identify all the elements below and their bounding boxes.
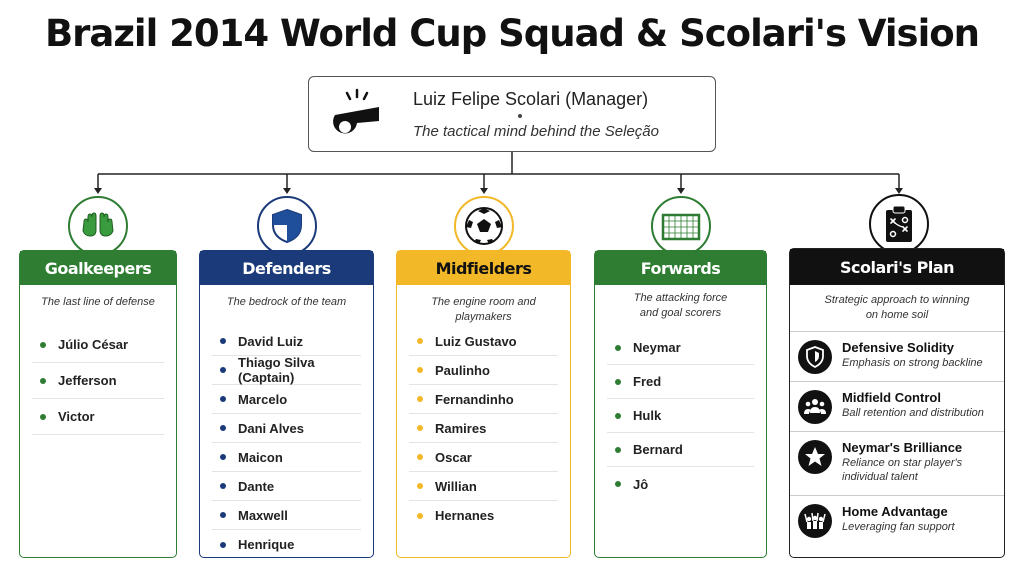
bullet-dot [40,377,46,384]
list-item: Bernard [607,433,754,467]
whistle-icon [333,88,379,134]
bullet-dot [417,483,423,489]
plan-item-title: Neymar's Brilliance [842,440,963,455]
list-item: Victor [32,399,164,435]
bullet-dot [220,338,226,344]
list-item: Hernanes [409,501,558,530]
manager-box: Luiz Felipe Scolari (Manager) The tactic… [308,76,716,152]
defenders-header: Defenders [200,251,373,285]
goalkeepers-description: The last line of defense [41,296,155,308]
goalkeeper-gloves-icon [68,196,128,256]
forwards-description-line: and goal scorers [639,307,722,319]
midfielders-description: The engine room and playmakers [431,296,536,323]
shield-icon [798,340,832,374]
bullet-dot [615,412,621,419]
plan-item-midfield-control: Midfield Control Ball retention and dist… [790,381,1004,431]
plan-item-desc: Reliance on star player's [842,457,963,469]
list-item: Jô [607,467,754,501]
bullet-dot [220,425,226,431]
bullet-dot [615,446,621,453]
list-item: Maxwell [212,501,361,530]
list-item: Dani Alves [212,414,361,443]
bullet-dot [417,454,423,460]
plan-description: Strategic approach to winning on home so… [790,285,1004,325]
midfielders-card: Midfielders The engine room and playmake… [396,250,571,558]
bullet-dot [220,396,226,402]
goalkeepers-card: Goalkeepers The last line of defense Júl… [19,250,177,558]
shield-icon [257,196,317,256]
plan-item-defensive-solidity: Defensive Solidity Emphasis on strong ba… [790,331,1004,381]
team-icon [798,390,832,424]
list-item: Júlio César [32,327,164,363]
bullet-dot [615,378,621,385]
plan-description-line: on home soil [865,309,929,321]
list-item: Ramires [409,414,558,443]
plan-description-line: Strategic approach to winning [824,294,970,306]
list-item: Fred [607,365,754,399]
fans-icon [798,504,832,538]
bullet-dot [417,512,423,519]
goalkeepers-list: Júlio César Jefferson Victor [32,327,164,435]
plan-item-neymars-brilliance: Neymar's Brilliance Reliance on star pla… [790,431,1004,495]
list-item: Hulk [607,399,754,433]
bullet-dot [40,341,46,348]
list-item: Marcelo [212,385,361,414]
plan-item-home-advantage: Home Advantage Leveraging fan support [790,495,1004,551]
goal-net-icon [651,196,711,256]
list-item: David Luiz [212,327,361,356]
plan-header: Scolari's Plan [790,249,1004,285]
list-item: Luiz Gustavo [409,327,558,356]
plan-item-desc: Emphasis on strong backline [842,357,983,369]
page-title: Brazil 2014 World Cup Squad & Scolari's … [44,12,980,55]
list-item: Neymar [607,331,754,365]
plan-card: Scolari's Plan Strategic approach to win… [789,248,1005,558]
plan-item-title: Defensive Solidity [842,340,954,355]
defenders-list: David Luiz Thiago Silva (Captain) Marcel… [212,327,361,559]
list-item: Paulinho [409,356,558,385]
list-item: Dante [212,472,361,501]
plan-item-title: Midfield Control [842,390,941,405]
star-icon [798,440,832,474]
forwards-card: Forwards The attacking force and goal sc… [594,250,767,558]
clipboard-tactics-icon [869,194,929,254]
defenders-description: The bedrock of the team [226,296,347,308]
bullet-dot [417,425,423,431]
divider-dot [518,114,522,118]
list-item: Thiago Silva (Captain) [212,355,361,385]
manager-subtitle: The tactical mind behind the Seleção [413,123,659,140]
bullet-dot [220,483,226,489]
forwards-description: The attacking force and goal scorers [595,285,766,327]
list-item: Jefferson [32,363,164,399]
bullet-dot [220,541,226,548]
bullet-dot [40,413,46,420]
list-item: Henrique [212,530,361,559]
bullet-dot [615,344,621,351]
bullet-dot [417,367,423,373]
bullet-dot [615,481,621,487]
manager-name: Luiz Felipe Scolari (Manager) [413,89,649,109]
goalkeepers-header: Goalkeepers [20,251,176,285]
defenders-card: Defenders The bedrock of the team David … [199,250,374,558]
midfielders-list: Luiz Gustavo Paulinho Fernandinho Ramire… [409,327,558,530]
soccer-ball-icon [454,196,514,256]
list-item: Maicon [212,443,361,472]
forwards-description-line: The attacking force [633,292,728,304]
plan-item-desc: individual talent [842,471,918,483]
plan-item-title: Home Advantage [842,504,948,519]
list-item: Fernandinho [409,385,558,414]
forwards-list: Neymar Fred Hulk Bernard Jô [607,331,754,501]
bullet-dot [220,367,226,373]
midfielders-header: Midfielders [397,251,570,285]
bullet-dot [220,454,226,460]
bullet-dot [417,338,423,344]
plan-item-desc: Leveraging fan support [842,521,955,533]
bullet-dot [220,512,226,518]
plan-item-desc: Ball retention and distribution [842,407,984,419]
list-item: Willian [409,472,558,501]
bullet-dot [417,396,423,402]
forwards-header: Forwards [595,251,766,285]
list-item: Oscar [409,443,558,472]
